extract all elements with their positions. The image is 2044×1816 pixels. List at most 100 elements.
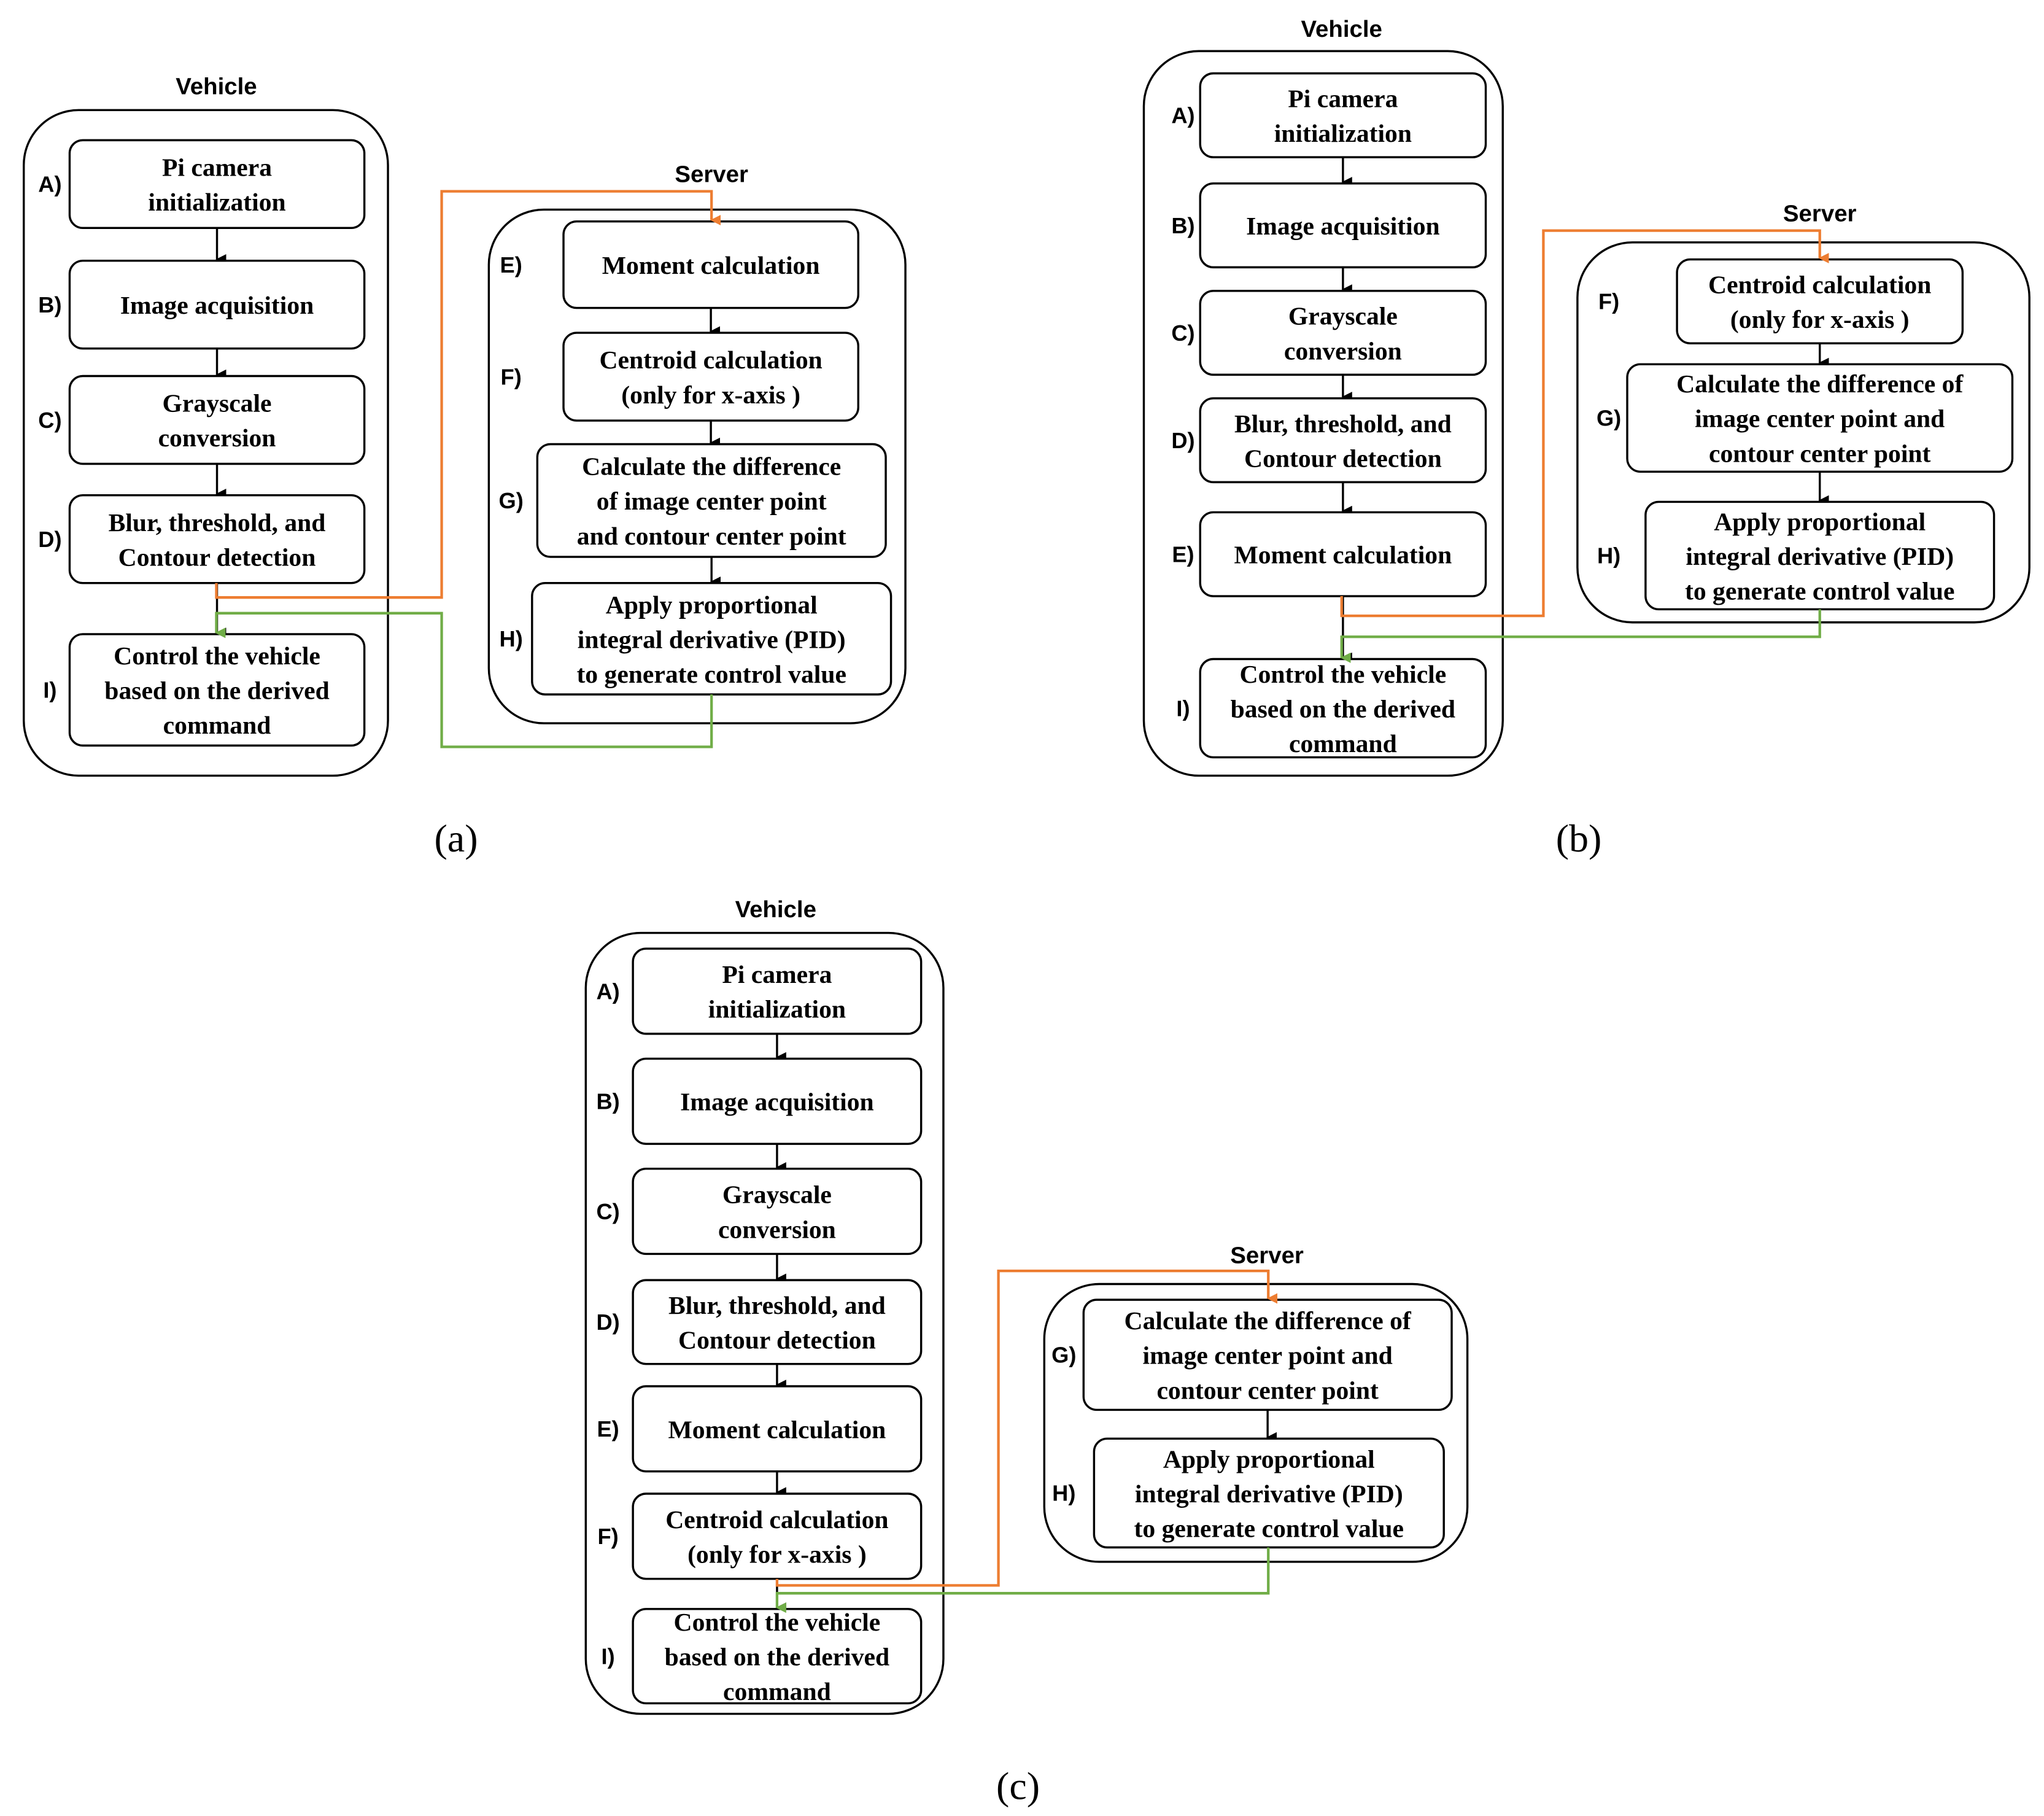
step-text: (only for x-axis ) [687,1541,867,1569]
vehicle-to-server-connector [215,190,721,599]
step-text: based on the derived [1231,695,1455,723]
step-text: to generate control value [576,661,846,689]
step-label: I) [602,1643,615,1669]
step-text: Centroid calculation [1708,271,1931,300]
step-label: E) [597,1416,619,1442]
step-text: Centroid calculation [665,1506,888,1534]
step-text: to generate control value [1134,1515,1404,1543]
panel-caption: (b) [1556,817,1602,860]
step-text: conversion [718,1216,836,1244]
step-label: C) [38,408,61,433]
server-container [1043,1282,1469,1563]
step-label: B) [596,1089,619,1114]
step-text: Calculate the difference of [1125,1307,1412,1335]
step-label: A) [38,172,61,197]
step-text: Blur, threshold, and [1234,410,1452,438]
vehicle-container [584,931,945,1715]
step-text: integral derivative (PID) [1686,543,1954,571]
step-text: command [723,1678,831,1706]
step-label: A) [596,979,619,1004]
step-text: image center point and [1143,1342,1393,1370]
step-text: command [163,712,271,740]
step-text: Control the vehicle [674,1608,881,1637]
step-text: Moment calculation [602,252,820,280]
step-text: Pi camera [162,154,272,182]
step-box-outline [1199,72,1487,158]
step-box: B)Image acquisition [1171,182,1487,295]
step-text: Contour detection [1244,444,1442,473]
step-label: H) [1597,543,1620,568]
step-text: contour center point [1709,440,1931,468]
step-text: Moment calculation [1234,541,1452,570]
step-text: Apply proportional [606,591,818,619]
step-box: E)Moment calculation [500,220,859,337]
step-text: integral derivative (PID) [1135,1480,1403,1508]
step-label: A) [1171,103,1194,128]
step-label: D) [38,527,61,552]
step-label: G) [1051,1343,1076,1368]
step-text: command [1289,730,1397,758]
vehicle-title: Vehicle [735,896,816,923]
step-label: B) [1171,213,1194,238]
step-text: integral derivative (PID) [578,626,846,654]
step-text: (only for x-axis ) [621,381,800,409]
step-text: Contour detection [678,1327,876,1355]
step-text: Grayscale [722,1181,832,1209]
step-box: C) Grayscale conversion [38,374,366,500]
step-box: G) Calculate the difference of image cente… [1051,1298,1453,1443]
step-text: Grayscale [1288,303,1398,331]
server-to-vehicle-connector [215,611,713,748]
server-container [1576,241,2030,624]
step-box: E) Moment calculation [1172,511,1487,663]
step-box: F) Centroid calculation (only for x-axis ) [501,332,859,448]
server-to-vehicle-connector [775,1547,1270,1613]
step-text: Moment calculation [668,1416,886,1444]
step-label: E) [1172,542,1194,567]
step-text: Image acquisition [120,292,314,320]
server-title: Server [675,161,748,188]
server-to-vehicle-connector [1340,609,1821,663]
step-label: D) [1171,428,1194,453]
step-text: initialization [1274,120,1412,148]
vehicle-to-server-connector [775,1270,1278,1587]
step-text: and contour center point [577,522,846,551]
step-text: conversion [158,424,276,452]
step-box: I) Control the vehicle based on the derive… [602,1608,923,1706]
step-box: B)Image acquisition [38,259,366,380]
step-box: I) Control the vehicle based on the derive… [1176,658,1487,759]
panel-caption: (c) [996,1764,1040,1807]
step-text: Centroid calculation [599,346,822,374]
step-text: Control the vehicle [1240,661,1447,689]
step-text: image center point and [1695,405,1945,433]
step-label: F) [1598,289,1619,314]
step-text: Pi camera [1288,85,1398,113]
step-box: A) Pi camera initialization [1171,72,1487,188]
step-label: F) [597,1524,618,1549]
step-label: F) [501,364,522,389]
step-text: Grayscale [163,390,272,418]
step-text: to generate control value [1685,577,1954,605]
step-text: Apply proportional [1714,508,1926,536]
step-label: I) [1176,696,1190,721]
step-text: Control the vehicle [114,642,320,670]
step-text: Blur, threshold, and [668,1292,886,1320]
step-box: F)Centroid calculation(only for x-axis ) [1598,258,1964,368]
step-label: C) [596,1199,619,1224]
step-text: initialization [708,996,846,1024]
vehicle-title: Vehicle [176,74,257,100]
panel-caption: (a) [434,817,478,860]
step-text: initialization [148,188,285,217]
vehicle-container [1142,50,1504,777]
step-text: Image acquisition [680,1088,874,1117]
step-text: conversion [1284,337,1402,365]
step-label: C) [1171,320,1194,346]
step-text: Calculate the difference of [1676,370,1964,398]
step-text: based on the derived [665,1643,889,1672]
vehicle-to-server-connector [1340,229,1829,618]
